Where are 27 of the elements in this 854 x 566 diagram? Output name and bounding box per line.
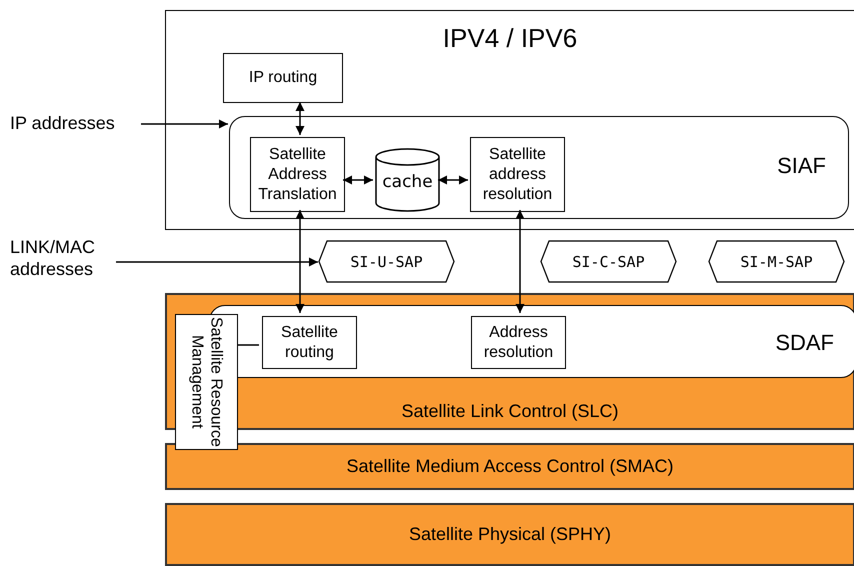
sap-label: SI-M-SAP [740, 252, 813, 272]
process-box: Satellite routing [262, 316, 357, 369]
process-box: Address resolution [471, 316, 566, 369]
process-box: Satellite Address Translation [250, 137, 345, 212]
sap-label: SI-U-SAP [350, 252, 423, 272]
arrow [516, 210, 524, 313]
connector-line [238, 344, 259, 346]
function-panel [229, 116, 849, 219]
layer-title: IPV4 / IPV6 [442, 23, 578, 54]
arrow [296, 210, 304, 313]
block-label: SDAF [775, 330, 834, 356]
store-label: cache [382, 171, 433, 193]
process-box: IP routing [223, 53, 343, 103]
function-panel [209, 305, 854, 378]
annotation-text: IP addresses [10, 112, 135, 136]
process-box: Satellite address resolution [470, 137, 565, 212]
protocol-layer-band: Satellite Physical (SPHY) [165, 503, 854, 566]
protocol-layer-box [165, 10, 854, 230]
arrow [296, 102, 304, 135]
sap-label: SI-C-SAP [572, 252, 645, 272]
annotation-text: LINK/MAC addresses [10, 236, 110, 282]
block-label: SIAF [777, 153, 826, 179]
arrow [438, 176, 468, 184]
arrow [343, 176, 373, 184]
management-box: Satellite Resource Management [175, 314, 238, 450]
arrow [116, 258, 318, 266]
arrow [141, 120, 228, 128]
